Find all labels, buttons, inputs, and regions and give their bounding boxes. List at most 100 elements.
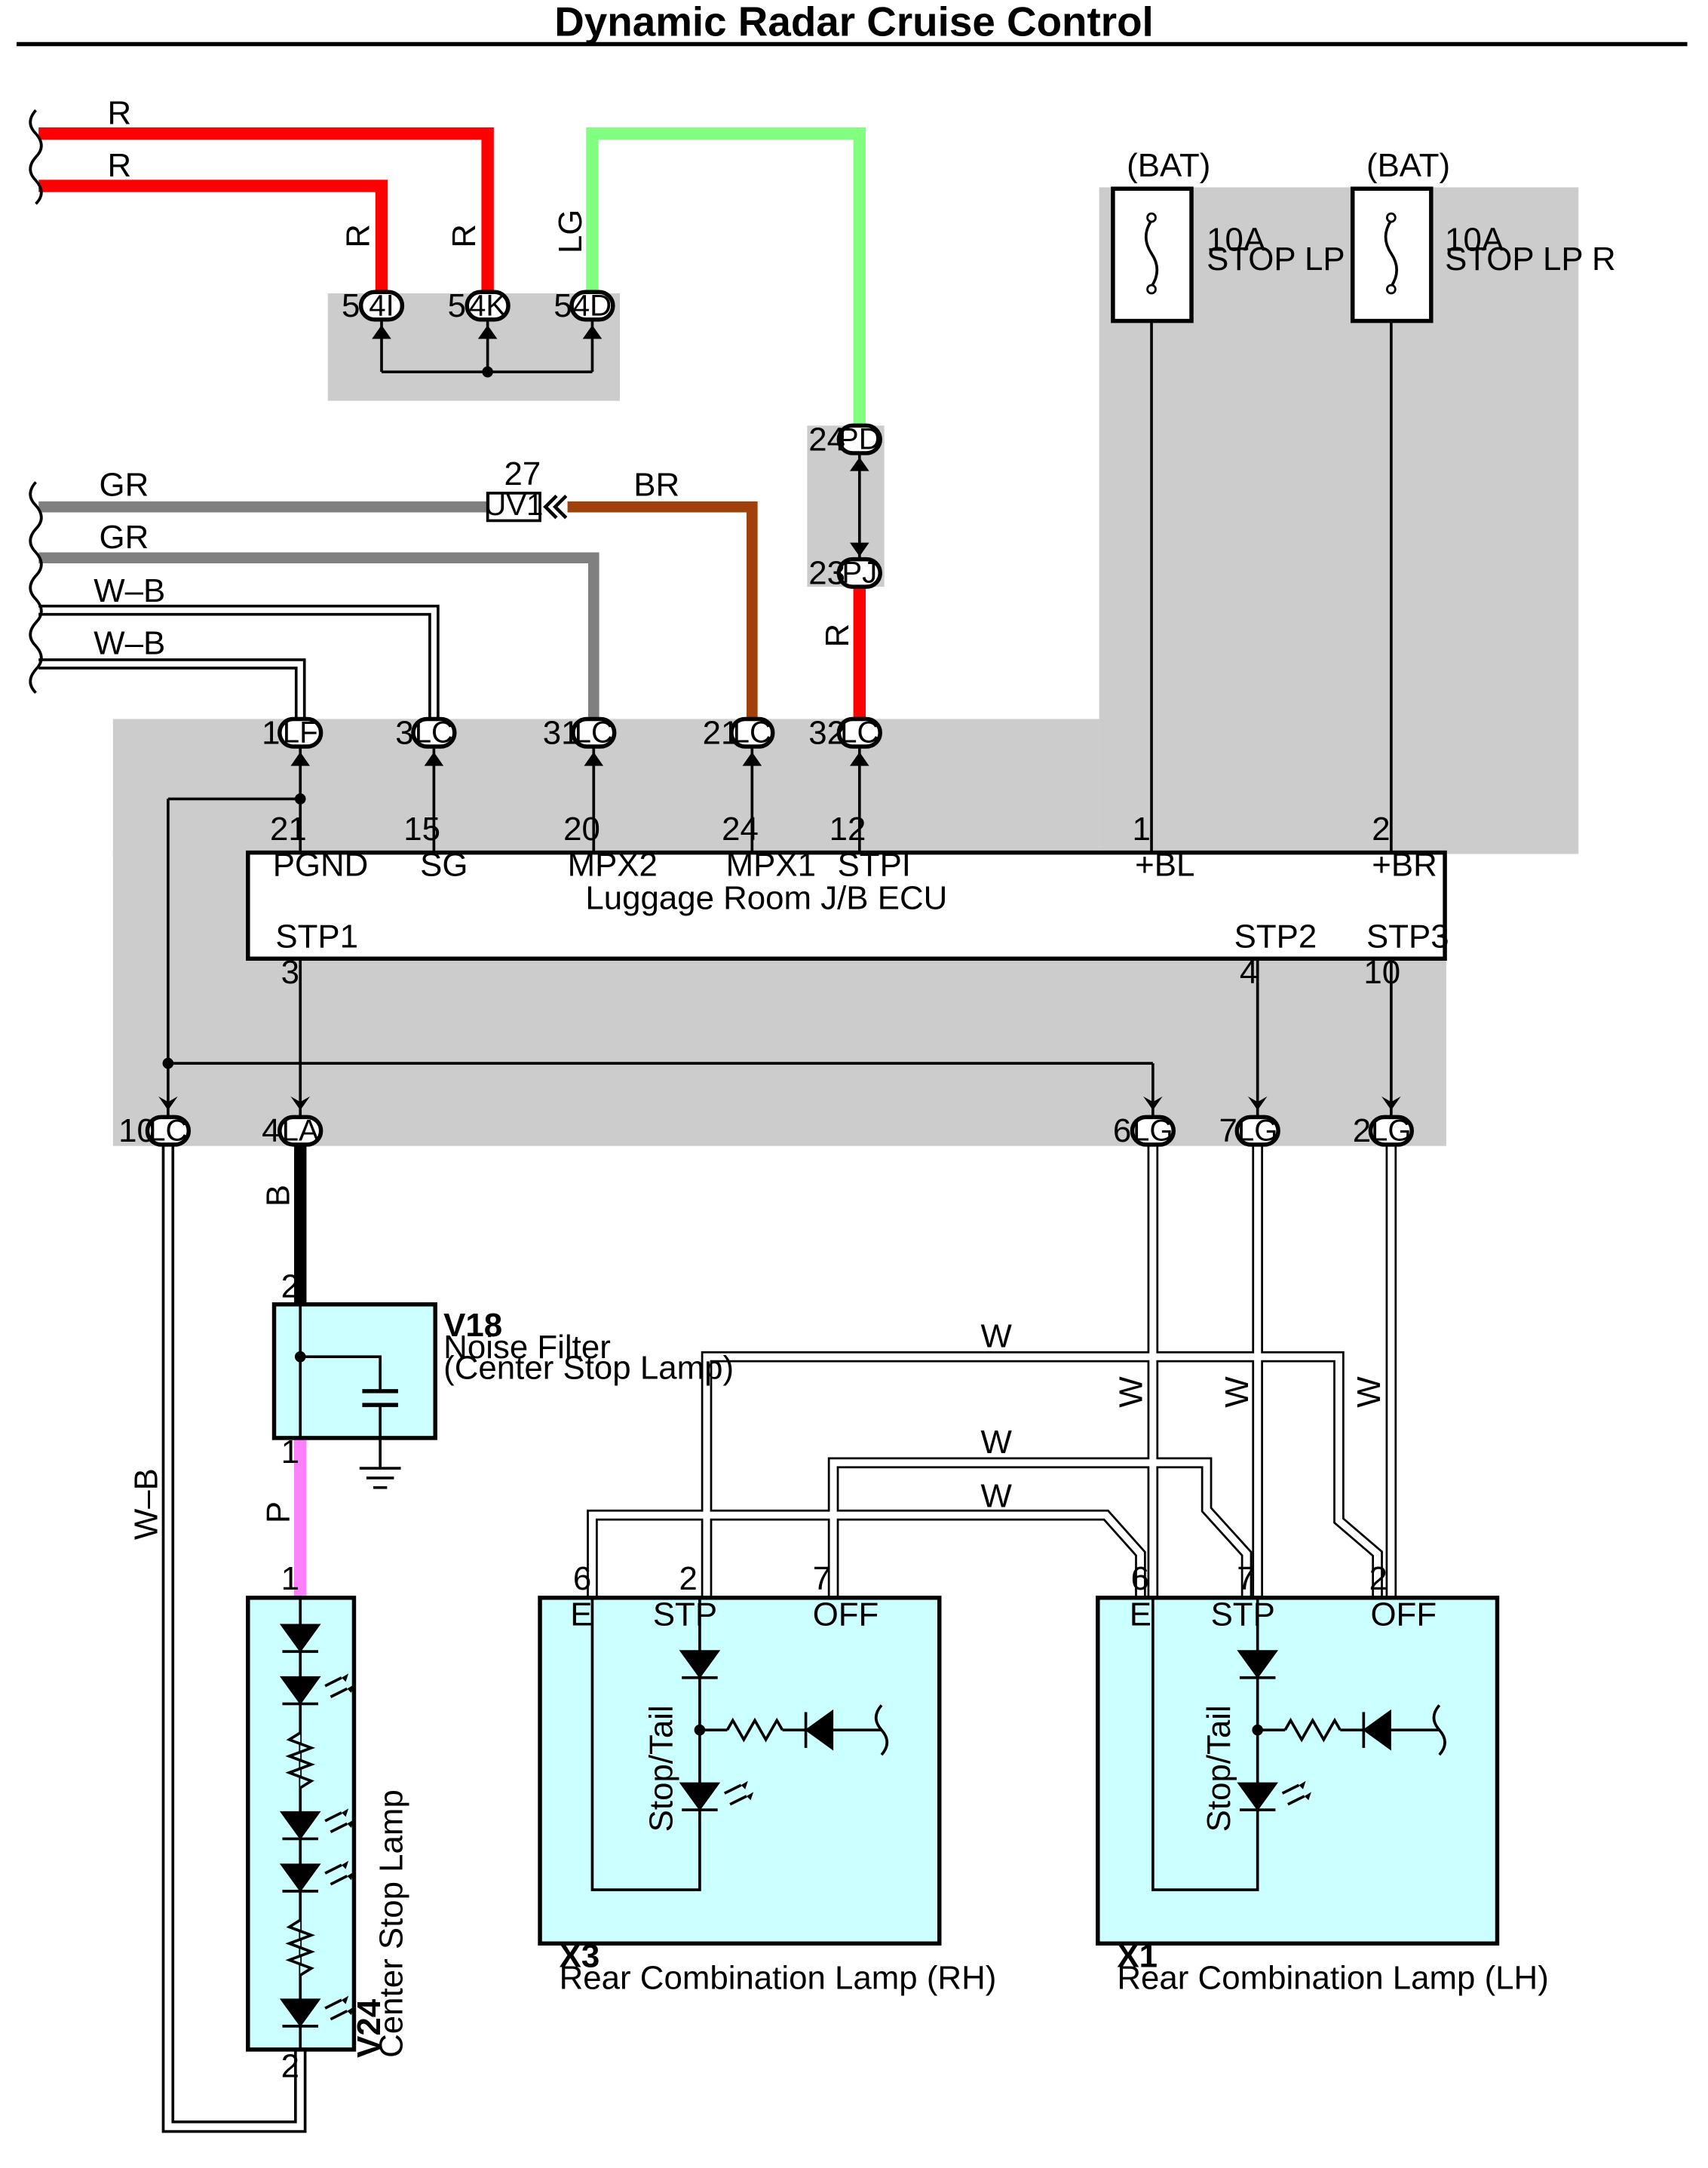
svg-text:SG: SG [420, 847, 468, 884]
inline-connector-uv1: UV1 27 [484, 455, 568, 523]
svg-text:4: 4 [262, 1112, 280, 1149]
svg-text:W–B: W–B [94, 625, 165, 662]
svg-text:R: R [108, 147, 132, 184]
connector-lc-32: LC 32 [808, 714, 882, 751]
svg-text:PJ: PJ [842, 556, 877, 590]
svg-text:21: 21 [270, 811, 307, 848]
svg-text:2: 2 [281, 1268, 299, 1305]
inline-connector-pd-pj: PD 24 PJ 23 [808, 421, 882, 591]
svg-text:STP1: STP1 [275, 918, 358, 955]
svg-text:(BAT): (BAT) [1366, 147, 1450, 184]
svg-text:2: 2 [1353, 1112, 1371, 1149]
svg-text:W: W [1219, 1376, 1256, 1408]
svg-text:Noise Filter: Noise Filter [443, 1329, 611, 1366]
svg-text:LF: LF [283, 716, 318, 750]
connector-4k: 4K 5 [448, 287, 511, 324]
svg-text:Luggage Room J/B ECU: Luggage Room J/B ECU [585, 880, 947, 917]
wires [38, 127, 1397, 2133]
svg-text:5: 5 [342, 287, 360, 324]
svg-text:10: 10 [1363, 954, 1400, 991]
svg-text:2: 2 [679, 1560, 698, 1597]
svg-text:X1: X1 [1117, 1937, 1158, 1974]
svg-text:(Center Stop Lamp): (Center Stop Lamp) [443, 1349, 734, 1386]
svg-text:6: 6 [1113, 1112, 1131, 1149]
x3-rear-combination-lamp-rh: 6 2 7 E STP OFF Stop/Tail X3 Rear Combin… [538, 1560, 996, 1997]
svg-text:W: W [1351, 1376, 1388, 1408]
svg-text:R: R [340, 224, 377, 248]
svg-text:X3: X3 [560, 1937, 600, 1974]
svg-text:+BL: +BL [1135, 847, 1194, 884]
connector-lc-21: LC 21 [703, 714, 775, 751]
fuse-stop-lp-r: (BAT) 10A STOP LP R [1350, 147, 1616, 853]
svg-text:LC: LC [733, 716, 771, 750]
svg-text:4: 4 [1240, 954, 1258, 991]
svg-text:MPX2: MPX2 [568, 847, 658, 884]
svg-text:7: 7 [1219, 1112, 1237, 1149]
svg-text:5: 5 [448, 287, 466, 324]
svg-text:W: W [981, 1317, 1013, 1354]
svg-text:V18: V18 [443, 1307, 502, 1344]
svg-text:Stop/Tail: Stop/Tail [1201, 1705, 1237, 1832]
svg-text:E: E [1130, 1596, 1151, 1633]
svg-text:W: W [1112, 1376, 1149, 1408]
x1-rear-combination-lamp-lh: 6 7 2 E STP OFF Stop/Tail X1 Rear Combin… [1096, 1560, 1549, 1997]
wire-break-marks [29, 109, 43, 695]
svg-text:R: R [819, 624, 856, 648]
svg-text:27: 27 [504, 455, 541, 492]
svg-text:15: 15 [403, 811, 440, 848]
svg-text:LC: LC [415, 716, 453, 750]
svg-text:UV1: UV1 [484, 488, 543, 522]
svg-text:1: 1 [262, 714, 280, 751]
svg-text:4I: 4I [369, 288, 394, 322]
svg-text:4D: 4D [573, 288, 612, 322]
svg-text:1: 1 [281, 1434, 299, 1470]
svg-text:GR: GR [100, 467, 149, 504]
diagram-title: Dynamic Radar Cruise Control [554, 0, 1154, 44]
svg-text:7: 7 [1237, 1560, 1255, 1597]
connector-lg-7: LG 7 [1219, 1112, 1280, 1149]
svg-text:7: 7 [813, 1560, 831, 1597]
svg-text:10A: 10A [1207, 221, 1266, 258]
svg-text:OFF: OFF [1370, 1596, 1437, 1633]
svg-text:3: 3 [281, 954, 299, 991]
svg-text:2: 2 [1372, 811, 1390, 848]
svg-text:E: E [570, 1596, 592, 1633]
svg-text:W–B: W–B [127, 1468, 164, 1540]
svg-text:BR: BR [633, 467, 679, 504]
fuse-stop-lp-l: (BAT) 10A STOP LP L [1111, 147, 1372, 853]
svg-text:W–B: W–B [94, 572, 165, 609]
svg-text:32: 32 [808, 714, 845, 751]
svg-text:6: 6 [1131, 1560, 1149, 1597]
svg-text:24: 24 [722, 811, 759, 848]
svg-text:1: 1 [1132, 811, 1150, 848]
svg-text:1: 1 [281, 1560, 299, 1597]
luggage-room-jb-ecu: Luggage Room J/B ECU 21 PGND 15 SG 20 MP… [246, 811, 1449, 991]
v24-center-stop-lamp: 1 2 V24 Center Stop Lamp [246, 1560, 409, 2084]
svg-text:24: 24 [808, 421, 845, 458]
svg-text:STPI: STPI [838, 847, 911, 884]
shaded-regions [112, 187, 1579, 1146]
svg-text:LG: LG [552, 210, 589, 253]
svg-text:2: 2 [1369, 1560, 1388, 1597]
svg-text:LG: LG [1133, 1113, 1173, 1147]
svg-text:GR: GR [100, 519, 149, 556]
svg-text:6: 6 [573, 1560, 591, 1597]
svg-text:LC: LC [575, 716, 613, 750]
junction-connectors: 4I 5 4K 5 4D 5 [342, 287, 615, 378]
svg-text:STOP LP R: STOP LP R [1445, 241, 1616, 278]
connector-lf-1: LF 1 [262, 714, 324, 751]
svg-text:W: W [981, 1477, 1013, 1514]
svg-text:Center Stop Lamp: Center Stop Lamp [373, 1789, 409, 2058]
connector-lg-2: LG 2 [1353, 1112, 1414, 1149]
svg-text:3: 3 [395, 714, 413, 751]
svg-text:LA: LA [282, 1113, 319, 1147]
connector-4d: 4D 5 [553, 287, 615, 324]
svg-text:PGND: PGND [273, 847, 369, 884]
svg-text:OFF: OFF [813, 1596, 879, 1633]
svg-text:5: 5 [553, 287, 572, 324]
svg-text:STP: STP [1211, 1596, 1275, 1633]
svg-text:Stop/Tail: Stop/Tail [642, 1705, 679, 1832]
svg-text:PD: PD [839, 422, 881, 455]
svg-text:V24: V24 [351, 1998, 388, 2058]
